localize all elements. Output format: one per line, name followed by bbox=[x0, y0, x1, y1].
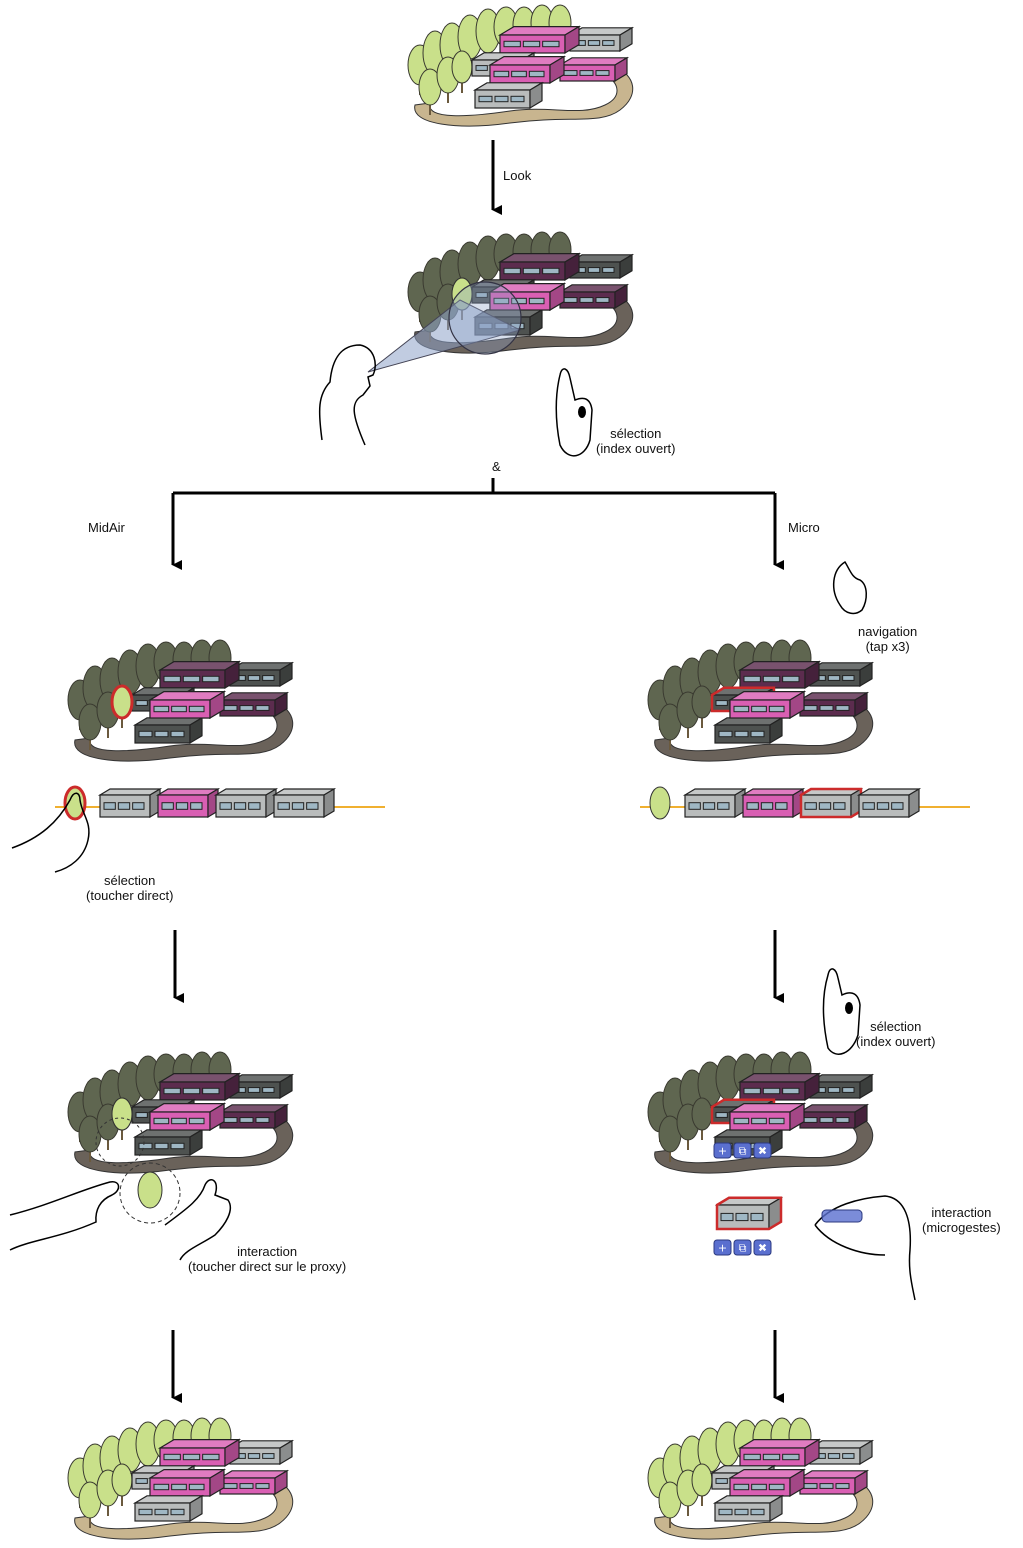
building bbox=[800, 1471, 867, 1494]
building bbox=[740, 662, 819, 688]
proxy-building bbox=[801, 789, 861, 817]
building bbox=[475, 83, 542, 108]
building bbox=[150, 1470, 224, 1496]
caption-line: sélection bbox=[596, 426, 675, 441]
building bbox=[150, 1104, 224, 1130]
fingertip-marker bbox=[578, 406, 586, 418]
building bbox=[500, 254, 579, 280]
caption-line: interaction bbox=[188, 1244, 346, 1259]
scene-micro-selection bbox=[648, 640, 873, 761]
building bbox=[800, 1105, 867, 1128]
caption-line: (toucher direct sur le proxy) bbox=[188, 1259, 346, 1274]
selected-tree bbox=[112, 1098, 132, 1130]
toolbar-scene: + ⧉ ✖ bbox=[714, 1143, 771, 1158]
midair-branch-label: MidAir bbox=[88, 520, 125, 535]
building bbox=[220, 1105, 287, 1128]
proxy-building bbox=[685, 789, 745, 817]
building bbox=[800, 693, 867, 716]
selected-proxy-building bbox=[717, 1198, 781, 1229]
scene-micro-result bbox=[648, 1418, 873, 1539]
caption-line: (toucher direct) bbox=[86, 888, 173, 903]
micro-selection-caption: sélection (index ouvert) bbox=[856, 1019, 935, 1049]
proxy-tree bbox=[650, 787, 670, 819]
building bbox=[160, 1074, 239, 1100]
gaze-focus-circle bbox=[449, 282, 521, 354]
caption-line: (microgestes) bbox=[922, 1220, 1001, 1235]
caption-line: interaction bbox=[922, 1205, 1001, 1220]
caption-line: sélection bbox=[86, 873, 173, 888]
proxy-building bbox=[158, 789, 218, 817]
building bbox=[220, 1471, 287, 1494]
micro-interaction-caption: interaction (microgestes) bbox=[922, 1205, 1001, 1235]
move-icon-glyph: + bbox=[718, 1145, 727, 1158]
building bbox=[715, 1496, 782, 1521]
hand-tap-icon bbox=[834, 562, 867, 613]
duplicate-icon-glyph: ⧉ bbox=[739, 1242, 747, 1255]
building bbox=[135, 1496, 202, 1521]
and-label: & bbox=[492, 459, 501, 474]
building bbox=[715, 718, 782, 743]
proxy-row-micro bbox=[640, 787, 970, 819]
building bbox=[730, 1470, 804, 1496]
proxy-building bbox=[274, 789, 334, 817]
delete-icon-glyph: ✖ bbox=[758, 1242, 767, 1255]
look-label: Look bbox=[503, 168, 531, 183]
building bbox=[160, 1440, 239, 1466]
building bbox=[730, 692, 804, 718]
building bbox=[560, 58, 627, 81]
finger-toolbar-overlay bbox=[822, 1210, 862, 1222]
hand-index-open-icon bbox=[556, 369, 592, 456]
hand-index-open-icon bbox=[824, 969, 861, 1054]
proxy-tree bbox=[138, 1172, 162, 1208]
building bbox=[560, 285, 627, 308]
scene-midair-interaction bbox=[68, 1052, 293, 1173]
building bbox=[500, 27, 579, 53]
midair-selection-caption: sélection (toucher direct) bbox=[86, 873, 173, 903]
midair-interaction-caption: interaction (toucher direct sur le proxy… bbox=[188, 1244, 346, 1274]
gaze-selection-caption: sélection (index ouvert) bbox=[596, 426, 675, 456]
scene-midair-result bbox=[68, 1418, 293, 1539]
caption-line: (tap x3) bbox=[858, 639, 917, 654]
proxy-building bbox=[743, 789, 803, 817]
building bbox=[730, 1104, 804, 1130]
caption-line: (index ouvert) bbox=[596, 441, 675, 456]
delete-icon-glyph: ✖ bbox=[758, 1145, 767, 1158]
scene-midair-selection bbox=[68, 640, 293, 761]
proxy-row-midair bbox=[55, 787, 385, 819]
toolbar-proxy: + ⧉ ✖ bbox=[714, 1240, 771, 1255]
selected-tree bbox=[112, 686, 132, 718]
proxy-building bbox=[100, 789, 160, 817]
building bbox=[135, 1130, 202, 1155]
caption-line: navigation bbox=[858, 624, 917, 639]
caption-line: sélection bbox=[856, 1019, 935, 1034]
scene-initial bbox=[408, 5, 633, 126]
building bbox=[220, 693, 287, 716]
proxy-building bbox=[859, 789, 919, 817]
caption-line: (index ouvert) bbox=[856, 1034, 935, 1049]
fingertip-marker bbox=[845, 1002, 853, 1014]
building bbox=[150, 692, 224, 718]
micro-branch-label: Micro bbox=[788, 520, 820, 535]
building bbox=[490, 57, 564, 83]
building bbox=[135, 718, 202, 743]
building bbox=[160, 662, 239, 688]
building bbox=[740, 1074, 819, 1100]
person-head-icon bbox=[320, 345, 376, 445]
move-icon-glyph: + bbox=[718, 1242, 727, 1255]
duplicate-icon-glyph: ⧉ bbox=[739, 1145, 747, 1158]
navigation-caption: navigation (tap x3) bbox=[858, 624, 917, 654]
proxy-building bbox=[216, 789, 276, 817]
left-hand-icon bbox=[10, 1182, 119, 1250]
building bbox=[740, 1440, 819, 1466]
